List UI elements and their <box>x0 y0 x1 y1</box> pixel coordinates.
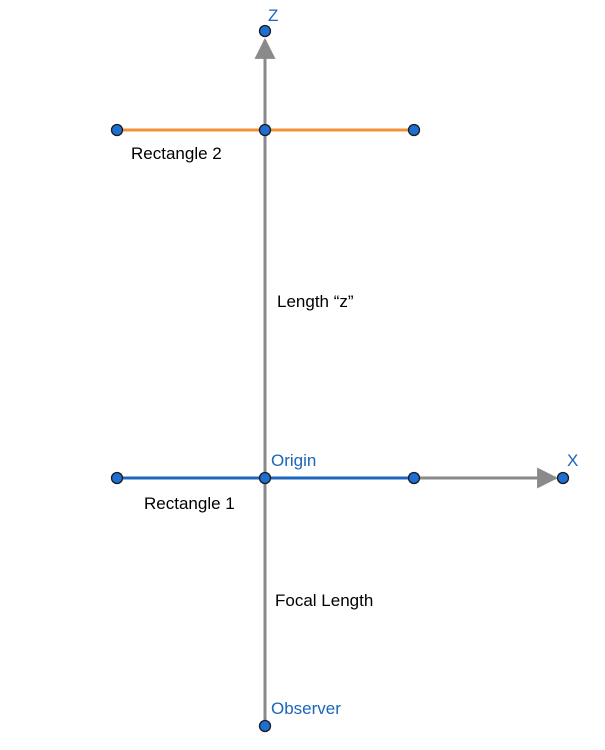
rectangle-2-right-point[interactable] <box>407 123 421 137</box>
origin-label: Origin <box>271 451 316 470</box>
origin-point[interactable] <box>258 471 272 485</box>
x-axis-label: X <box>567 451 578 470</box>
rectangle-2-label: Rectangle 2 <box>131 144 222 163</box>
z-axis-point[interactable] <box>258 24 272 38</box>
rectangle-1-left-point[interactable] <box>110 471 124 485</box>
points-group <box>110 24 570 733</box>
rectangle-2-left-point[interactable] <box>110 123 124 137</box>
focal-length-label: Focal Length <box>275 591 373 610</box>
rectangle-2-center-point[interactable] <box>258 123 272 137</box>
rectangle-1-right-point[interactable] <box>407 471 421 485</box>
x-axis-point[interactable] <box>556 471 570 485</box>
length-z-label: Length “z” <box>277 292 354 311</box>
z-axis-label: Z <box>268 6 278 25</box>
observer-label: Observer <box>271 699 341 718</box>
observer-point[interactable] <box>258 719 272 733</box>
rectangle-1-label: Rectangle 1 <box>144 494 235 513</box>
